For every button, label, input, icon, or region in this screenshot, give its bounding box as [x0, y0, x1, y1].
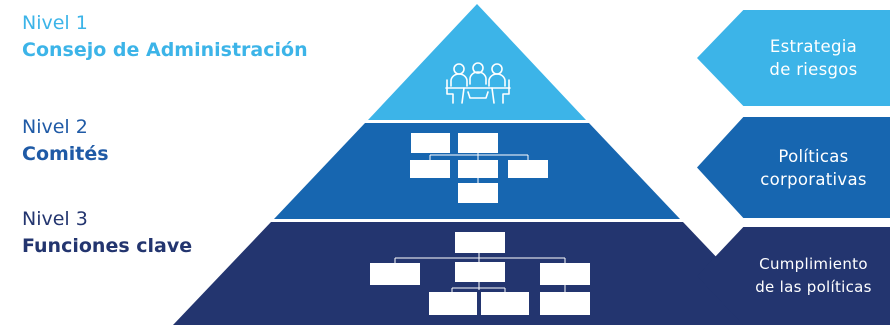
tag-2-line-1: Políticas: [778, 146, 849, 166]
tag-3-line-1: Cumplimiento: [759, 255, 868, 273]
level-3-label: Nivel 3 Funciones clave: [22, 206, 192, 260]
tag-estrategia-de-riesgos: Estrategia de riesgos: [697, 10, 890, 106]
level-3-title: Funciones clave: [22, 235, 193, 257]
level-3-number: Nivel 3: [22, 208, 88, 230]
level-2-label: Nivel 2 Comités: [22, 114, 109, 168]
tag-1-line-1: Estrategia: [769, 37, 858, 56]
level-1-title: Consejo de Administración: [22, 39, 308, 61]
level-2-number: Nivel 2: [22, 116, 88, 138]
tag-1-line-2: de riesgos: [769, 60, 858, 79]
committee-org-chart-icon: [410, 133, 548, 203]
level-1-number: Nivel 1: [22, 12, 88, 34]
tag-cumplimiento-de-las-politicas: Cumplimiento de las políticas: [697, 227, 890, 325]
meeting-people-icon: [445, 62, 511, 104]
level-1-label: Nivel 1 Consejo de Administración: [22, 10, 308, 64]
tag-3-line-2: de las políticas: [755, 278, 872, 296]
pyramid-tier-1: [368, 4, 586, 120]
tag-politicas-corporativas: Políticas corporativas: [697, 117, 890, 218]
level-2-title: Comités: [22, 143, 109, 165]
tag-2-line-2: corporativas: [760, 169, 867, 189]
key-functions-org-chart-icon: [370, 232, 590, 315]
